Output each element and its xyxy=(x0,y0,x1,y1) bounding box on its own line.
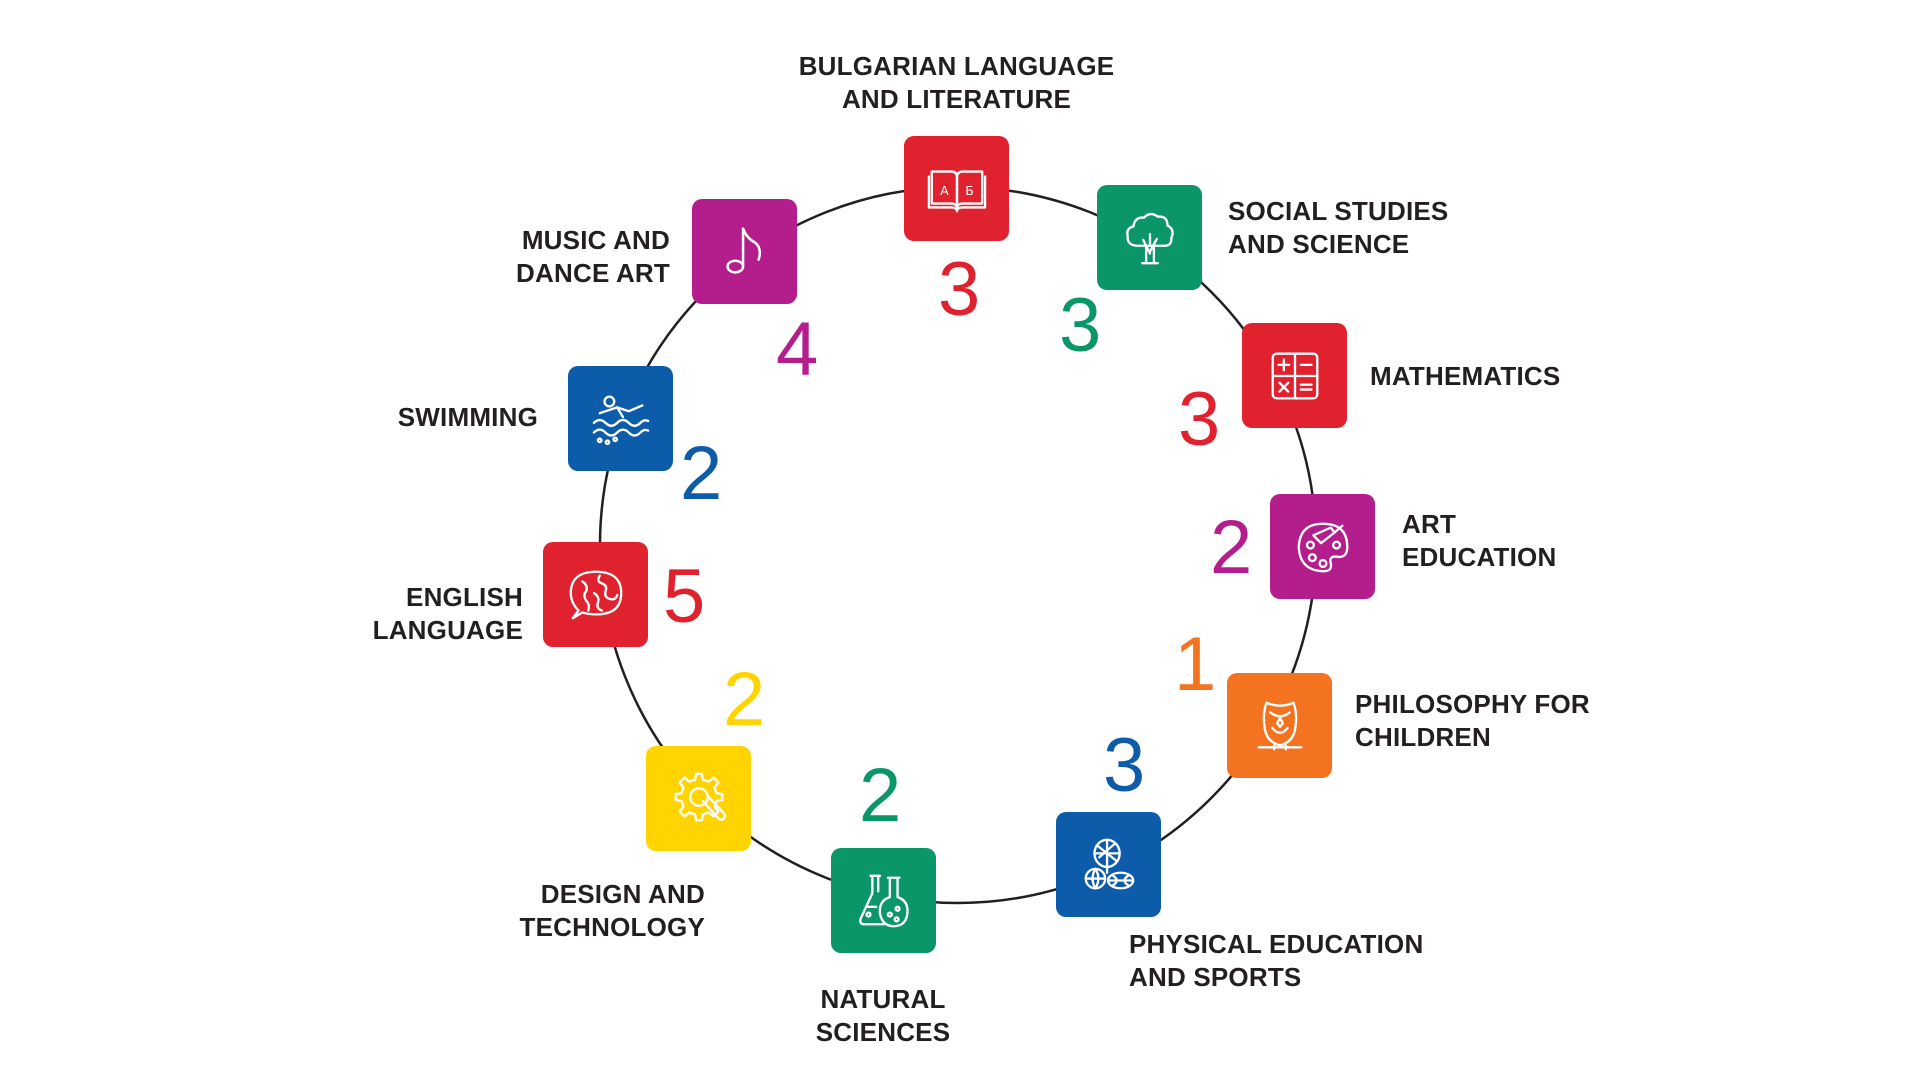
count-art: 2 xyxy=(1210,505,1253,590)
count-english: 5 xyxy=(663,554,706,639)
label-swimming: SWIMMING xyxy=(397,402,538,432)
gear-wrench-icon xyxy=(674,772,726,821)
count-pe: 3 xyxy=(1103,723,1146,808)
count-natural: 2 xyxy=(859,753,902,838)
tree-icon xyxy=(1125,212,1174,264)
owl-icon xyxy=(1257,701,1302,750)
tile-swimming xyxy=(568,366,673,471)
calculator-icon xyxy=(1271,352,1318,399)
tile-math xyxy=(1242,323,1347,428)
count-swimming: 2 xyxy=(680,431,723,516)
tile-natural xyxy=(831,848,936,953)
swimmer-icon xyxy=(592,395,649,445)
count-design: 2 xyxy=(723,657,766,742)
label-math: MATHEMATICS xyxy=(1370,361,1561,391)
flasks-icon xyxy=(858,874,909,927)
tile-philosophy xyxy=(1227,673,1332,778)
svg-text:Б: Б xyxy=(965,182,974,197)
palette-icon xyxy=(1297,522,1348,572)
sports-balls-icon xyxy=(1084,838,1134,889)
tile-design xyxy=(646,746,751,851)
count-music: 4 xyxy=(776,307,819,392)
count-philosophy: 1 xyxy=(1174,622,1217,707)
tile-pe xyxy=(1056,812,1161,917)
book-icon: А Б xyxy=(927,169,986,212)
tile-music xyxy=(692,199,797,304)
count-social: 3 xyxy=(1059,283,1102,368)
tile-bulgarian: А Б xyxy=(904,136,1009,241)
tile-english xyxy=(543,542,648,647)
globe-chat-icon xyxy=(569,570,622,619)
svg-text:А: А xyxy=(940,182,949,197)
music-note-icon xyxy=(725,226,761,274)
tile-social xyxy=(1097,185,1202,290)
count-math: 3 xyxy=(1178,377,1221,462)
tile-art xyxy=(1270,494,1375,599)
count-bulgarian: 3 xyxy=(938,247,981,332)
